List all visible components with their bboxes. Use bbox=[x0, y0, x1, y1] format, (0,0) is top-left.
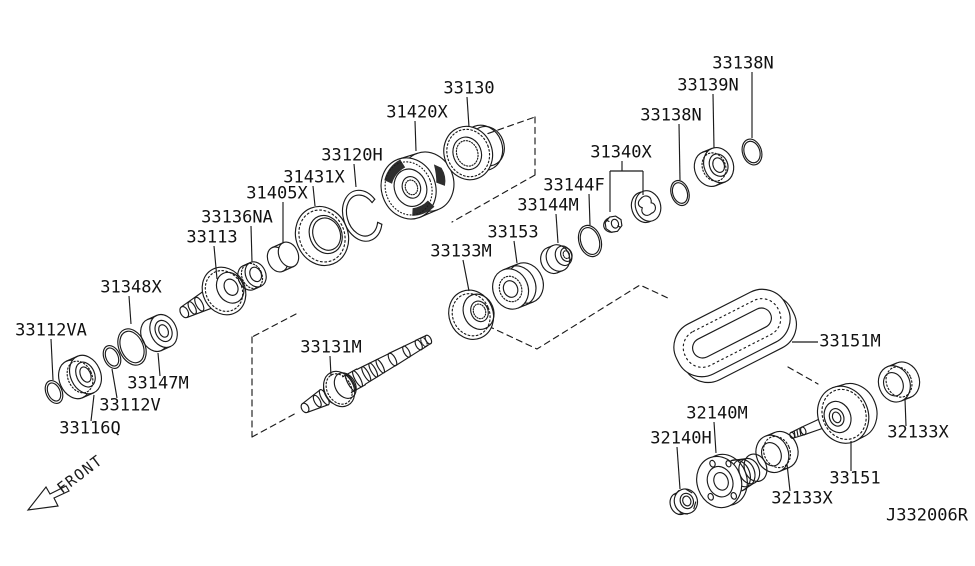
part-32133X-lower-drawing bbox=[755, 430, 799, 474]
leader-line-33136NA bbox=[250, 225, 253, 263]
part-label-33136NA: 33136NA bbox=[201, 207, 273, 228]
part-label-33113: 33113 bbox=[186, 227, 238, 248]
part-33151-drawing bbox=[789, 382, 878, 444]
part-label-31348X: 31348X bbox=[100, 277, 162, 298]
leader-line-33120H bbox=[353, 163, 357, 188]
leader-line-33133M bbox=[462, 259, 470, 292]
part-33112V-drawing bbox=[102, 344, 122, 370]
part-31431X-drawing bbox=[294, 205, 350, 267]
dashed-guide-lines bbox=[251, 116, 819, 438]
part-label-33116Q: 33116Q bbox=[59, 418, 121, 439]
part-label-32140M: 32140M bbox=[686, 403, 748, 424]
part-33138N-lower-drawing bbox=[670, 179, 690, 207]
part-33113-drawing bbox=[179, 266, 247, 319]
leader-line-32140H bbox=[676, 446, 681, 490]
part-label-32140H: 32140H bbox=[650, 428, 712, 449]
part-label-33133M: 33133M bbox=[430, 241, 492, 262]
leader-line-33131M bbox=[329, 355, 332, 377]
part-33144M-drawing bbox=[540, 244, 573, 275]
part-label-31420X: 31420X bbox=[386, 102, 448, 123]
leader-line-33138N bbox=[678, 123, 681, 181]
part-label-33138N: 33138N bbox=[712, 53, 774, 74]
leader-line-33147M bbox=[157, 352, 161, 377]
part-label-31340X: 31340X bbox=[590, 142, 652, 163]
leader-line-32133X bbox=[904, 398, 907, 427]
part-label-31431X: 31431X bbox=[283, 167, 345, 188]
part-label-33138N: 33138N bbox=[640, 105, 702, 126]
leader-line-33144M bbox=[555, 213, 559, 244]
leader-line-33139N bbox=[712, 93, 715, 149]
part-32140H-drawing bbox=[669, 488, 699, 516]
part-33144F-drawing bbox=[577, 224, 603, 258]
leader-line-33144F bbox=[588, 193, 591, 226]
leader-line-31431X bbox=[312, 185, 316, 207]
part-label-33144F: 33144F bbox=[543, 175, 605, 196]
part-32133X-right-drawing bbox=[877, 361, 921, 403]
drawing-code: J332006R bbox=[886, 505, 968, 526]
part-label-33120H: 33120H bbox=[321, 145, 383, 166]
part-31420X-drawing bbox=[380, 151, 455, 220]
leader-line-33112VA bbox=[50, 338, 54, 381]
part-33138N-upper-drawing bbox=[741, 138, 763, 166]
part-32140M-drawing bbox=[696, 453, 768, 509]
part-label-33112V: 33112V bbox=[99, 395, 161, 416]
part-label-33153: 33153 bbox=[487, 222, 539, 243]
part-label-31405X: 31405X bbox=[246, 183, 308, 204]
part-label-33130: 33130 bbox=[443, 78, 495, 99]
part-33151M-drawing bbox=[673, 288, 797, 384]
leader-line-31420X bbox=[414, 120, 417, 152]
leader-line-33153 bbox=[513, 240, 518, 264]
part-label-33147M: 33147M bbox=[127, 373, 189, 394]
part-label-33151: 33151 bbox=[829, 468, 881, 489]
part-33120H-drawing bbox=[341, 189, 383, 242]
part-33133M-drawing bbox=[448, 289, 495, 340]
part-label-32133X: 32133X bbox=[771, 488, 833, 509]
leader-line-33116Q bbox=[90, 394, 95, 422]
part-label-33112VA: 33112VA bbox=[15, 320, 87, 341]
part-label-33131M: 33131M bbox=[300, 337, 362, 358]
part-33130-drawing bbox=[443, 124, 505, 181]
leader-line-33113 bbox=[213, 245, 218, 280]
part-33112VA-drawing bbox=[44, 379, 64, 405]
part-33116Q-drawing bbox=[58, 354, 102, 400]
leader-line-33112V bbox=[111, 368, 118, 399]
leader-line-31348X bbox=[128, 295, 132, 325]
part-label-33151M: 33151M bbox=[819, 331, 881, 352]
part-label-33139N: 33139N bbox=[677, 75, 739, 96]
part-33136NA-drawing bbox=[237, 261, 267, 291]
part-31340X-nut-drawing bbox=[603, 215, 623, 233]
leader-line-32133X bbox=[786, 463, 791, 492]
part-label-32133X: 32133X bbox=[887, 422, 949, 443]
part-label-33144M: 33144M bbox=[517, 195, 579, 216]
part-33153-drawing bbox=[492, 262, 544, 310]
leader-line-33130 bbox=[466, 96, 470, 128]
part-33147M-drawing bbox=[140, 313, 178, 353]
part-33131M-drawing bbox=[300, 334, 433, 414]
part-31340X-washer-drawing bbox=[630, 190, 662, 224]
leader-line-32140M bbox=[713, 421, 717, 454]
front-arrow-icon bbox=[26, 485, 70, 511]
part-33139N-drawing bbox=[693, 147, 735, 187]
